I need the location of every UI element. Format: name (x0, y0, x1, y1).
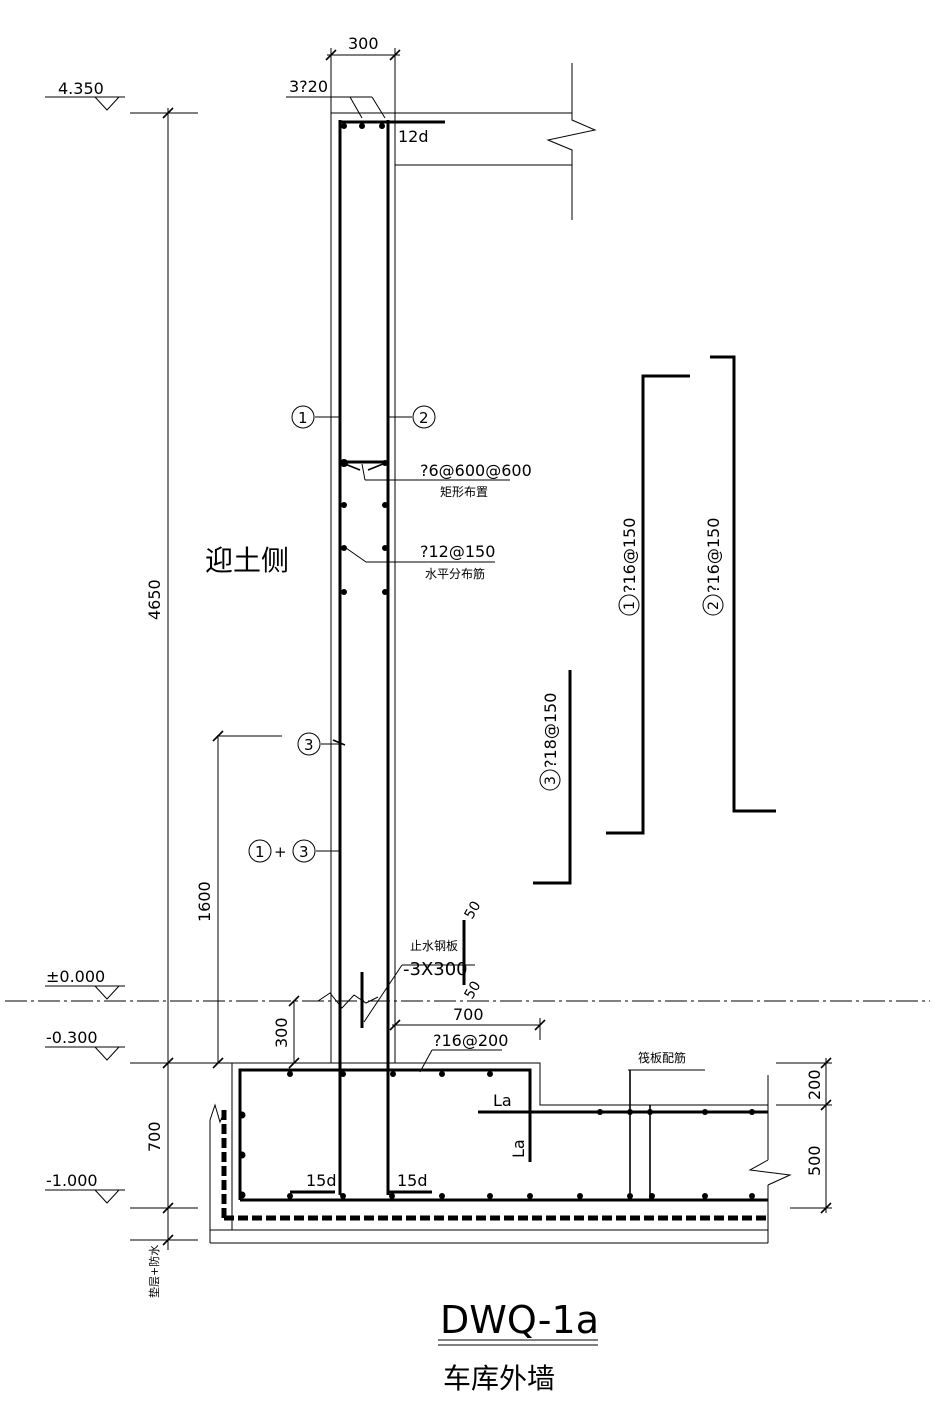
dim-total-height: 4650 (145, 579, 164, 620)
drawing-title: DWQ-1a (440, 1298, 599, 1342)
dimension-lines (130, 48, 832, 1250)
marker-1-plus-3: 1 + 3 (248, 839, 340, 863)
svg-text:1: 1 (298, 409, 308, 427)
lap-horizontal: La (493, 1091, 512, 1110)
elevation-ground: ±0.000 (46, 967, 105, 986)
side-label: 迎土侧 (205, 544, 289, 577)
svg-text:+: + (274, 843, 287, 861)
svg-text:2: 2 (419, 409, 429, 427)
svg-text:1: 1 (622, 601, 638, 610)
dim-projection-700: 700 (453, 1005, 484, 1024)
horizontal-leader (345, 547, 367, 563)
bar-1-label: 1 ?16@150 (618, 518, 640, 616)
bar-2-shape (710, 355, 776, 813)
bar-anchor-label: 12d (398, 127, 429, 146)
dim-gap-300: 300 (272, 1017, 291, 1048)
dim-wall-thickness: 300 (348, 34, 379, 53)
bar-1-shape (606, 374, 690, 835)
bar-3-shape (533, 670, 572, 885)
tie-leader (361, 463, 366, 481)
dim-base-700: 700 (145, 1121, 164, 1152)
bar-2-label: 2 ?16@150 (702, 518, 724, 616)
hook-left: 15d (306, 1171, 337, 1190)
marker-1-upper: 1 (291, 405, 340, 429)
elevation-markers (45, 96, 125, 1204)
dim-rebar3-height: 1600 (195, 881, 214, 922)
svg-text:3: 3 (543, 776, 559, 785)
horizontal-note: 水平分布筋 (425, 566, 485, 581)
svg-text:?16@150: ?16@150 (620, 518, 639, 593)
lap-vertical: La (509, 1139, 528, 1158)
elevation-bottom: -1.000 (46, 1171, 98, 1190)
svg-text:3: 3 (304, 736, 314, 754)
waterstop-size: -3X300 (403, 959, 468, 980)
svg-text:1: 1 (255, 843, 265, 861)
top-bars-label: 3?20 (289, 77, 328, 96)
hook-right: 15d (397, 1171, 428, 1190)
waterproof-layer (221, 1110, 768, 1221)
svg-text:?18@150: ?18@150 (541, 693, 560, 768)
horizontal-spec: ?12@150 (420, 542, 495, 561)
elevation-slab-top: -0.300 (46, 1028, 98, 1047)
wall-rebar (332, 120, 445, 1195)
svg-text:3: 3 (299, 843, 309, 861)
bar-3-label: 3 ?18@150 (539, 693, 561, 791)
base-bar-spec: ?16@200 (433, 1031, 508, 1050)
elevation-top: 4.350 (58, 79, 104, 98)
drawing-subtitle: 车库外墙 (443, 1362, 555, 1395)
tie-note: 矩形布置 (440, 485, 488, 499)
waterstop-plate (317, 920, 475, 1028)
wall-outline (330, 63, 597, 1063)
footing-bar-dots (238, 1071, 755, 1199)
bar-schedule: 1 ?16@150 2 ?16@150 3 ?18@150 (533, 355, 776, 885)
waterstop-dim-a: 50 (462, 899, 485, 922)
raft-label: 筏板配筋 (638, 1050, 686, 1065)
svg-text:?16@150: ?16@150 (704, 518, 723, 593)
tie-spec: ?6@600@600 (420, 461, 532, 480)
svg-text:2: 2 (706, 601, 722, 610)
waterstop-dim-b: 50 (462, 979, 485, 1002)
marker-2-upper: 2 (388, 405, 436, 429)
cushion-note: 垫层+防水 (147, 1245, 161, 1298)
base-bar-leader (419, 1049, 433, 1073)
dim-raft-top: 200 (805, 1069, 824, 1100)
marker-3-upper: 3 (297, 732, 340, 756)
dim-raft-500: 500 (805, 1145, 824, 1176)
wall-bar-dots (340, 123, 388, 595)
waterstop-label: 止水钢板 (410, 939, 458, 953)
